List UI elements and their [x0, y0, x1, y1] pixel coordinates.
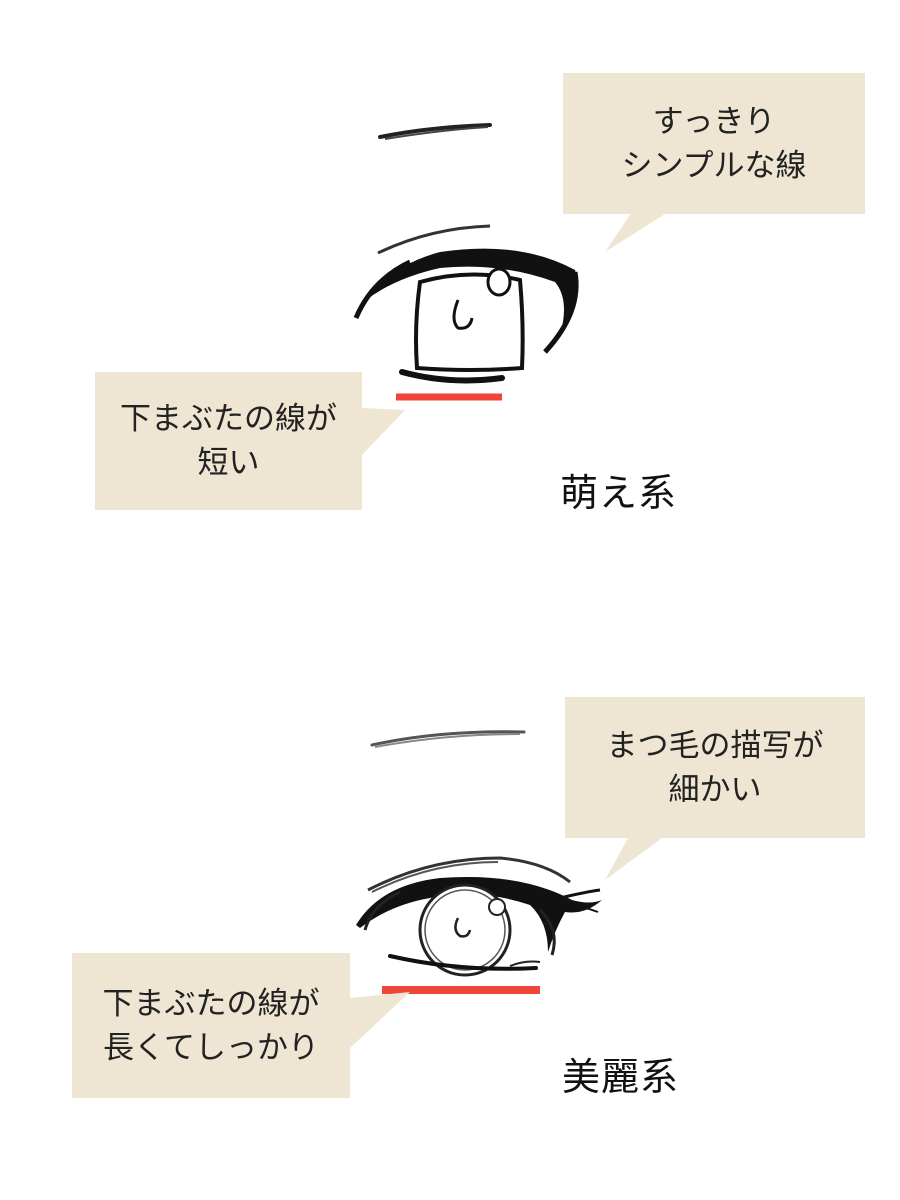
moe-top-callout-line1: すっきり — [652, 103, 776, 140]
bireii-lower-lid — [388, 954, 538, 971]
bireii-panel: まつ毛の描写が 細かい 下まぶたの線が 長くてしっかり 美麗系 — [0, 600, 900, 1200]
moe-top-callout-tail — [605, 212, 668, 252]
bireii-eyelid-crease — [367, 856, 571, 892]
bireii-pupil — [454, 917, 472, 938]
bireii-iris — [418, 883, 512, 977]
bireii-bottom-callout-line2: 長くてしっかり — [102, 1029, 320, 1066]
moe-bottom-callout-line2: 短い — [197, 445, 260, 481]
moe-eye-illustration — [353, 123, 668, 455]
moe-top-callout: すっきり シンプルな線 — [563, 73, 865, 214]
bireii-style-label: 美麗系 — [562, 1055, 680, 1099]
bireii-eyebrow — [370, 730, 526, 747]
bireii-highlight — [488, 898, 506, 916]
moe-bottom-callout: 下まぶたの線が 短い — [95, 372, 362, 510]
bireii-eye-illustration — [350, 730, 662, 1048]
moe-eyelid-crease — [377, 224, 491, 255]
bireii-upper-lash — [356, 876, 602, 952]
moe-pupil — [452, 299, 474, 330]
moe-upper-lash — [356, 248, 578, 335]
moe-top-callout-line2: シンプルな線 — [621, 147, 807, 184]
moe-lower-lid — [399, 369, 505, 384]
bireii-top-callout-line2: 細かい — [668, 771, 762, 808]
moe-highlight — [486, 267, 512, 297]
moe-style-label: 萌え系 — [560, 471, 678, 515]
bireii-bottom-callout-tail — [350, 992, 410, 1048]
moe-bottom-callout-tail — [362, 408, 405, 455]
bireii-bottom-callout: 下まぶたの線が 長くてしっかり — [72, 953, 350, 1098]
bireii-top-callout: まつ毛の描写が 細かい — [565, 697, 865, 838]
bireii-top-callout-tail — [605, 838, 662, 880]
moe-eyebrow — [378, 123, 492, 139]
bireii-bottom-callout-line1: 下まぶたの線が — [102, 985, 320, 1022]
bireii-top-callout-line1: まつ毛の描写が — [606, 727, 824, 764]
moe-bottom-callout-line1: 下まぶたの線が — [120, 401, 337, 437]
moe-panel: すっきり シンプルな線 下まぶたの線が 短い 萌え系 — [95, 73, 865, 515]
